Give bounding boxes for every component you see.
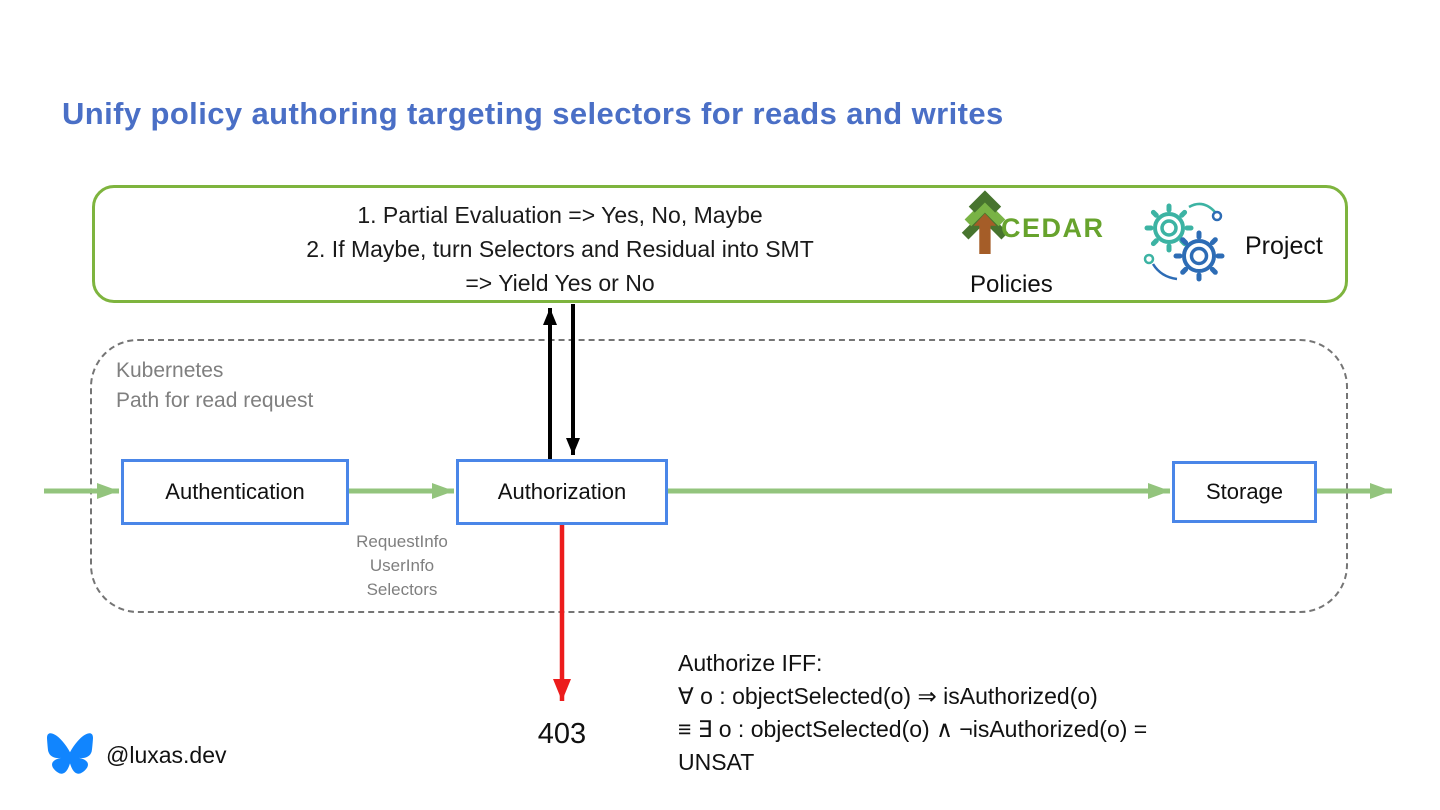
- deny-status-code: 403: [537, 718, 587, 750]
- cluster-label-line-2: Path for read request: [116, 389, 314, 412]
- authorization-box: Authorization: [456, 459, 668, 525]
- cedar-logo-icon: [961, 190, 1009, 255]
- policies-label: Policies: [970, 271, 1053, 298]
- kubernetes-cluster-box: [90, 339, 1348, 613]
- page-title: Unify policy authoring targeting selecto…: [62, 96, 1004, 131]
- request-label-requestinfo: RequestInfo: [356, 532, 448, 551]
- cedar-wordmark: CEDAR: [1001, 213, 1105, 243]
- storage-box: Storage: [1172, 461, 1317, 523]
- bluesky-butterfly-icon: [47, 733, 93, 774]
- cluster-label-line-1: Kubernetes: [116, 359, 224, 382]
- authentication-box: Authentication: [121, 459, 349, 525]
- smt-line-3: => Yield Yes or No: [465, 270, 655, 296]
- request-info-labels: RequestInfo UserInfo Selectors: [317, 530, 487, 602]
- project-label: Project: [1245, 232, 1323, 260]
- smt-line-1: 1. Partial Evaluation => Yes, No, Maybe: [357, 202, 763, 228]
- authorization-label: Authorization: [497, 479, 627, 504]
- formula-line-1: Authorize IFF:: [678, 650, 823, 676]
- gears-icon: [1143, 202, 1225, 282]
- smt-line-2: 2. If Maybe, turn Selectors and Residual…: [306, 236, 814, 262]
- formula-line-2: ∀ o : objectSelected(o) ⇒ isAuthorized(o…: [678, 683, 1098, 709]
- authorize-formula: Authorize IFF: ∀ o : objectSelected(o) ⇒…: [678, 647, 1328, 779]
- request-label-selectors: Selectors: [366, 580, 438, 599]
- formula-line-3: ≡ ∃ o : objectSelected(o) ∧ ¬isAuthorize…: [678, 716, 1148, 742]
- storage-label: Storage: [1205, 479, 1284, 504]
- kubernetes-cluster-label: Kubernetes Path for read request: [116, 356, 313, 416]
- smt-evaluation-box: [92, 185, 1348, 303]
- footer-handle: @luxas.dev: [106, 742, 227, 768]
- request-label-userinfo: UserInfo: [369, 556, 435, 575]
- formula-line-4: UNSAT: [678, 749, 755, 775]
- authentication-label: Authentication: [165, 479, 305, 504]
- smt-evaluation-text: 1. Partial Evaluation => Yes, No, Maybe …: [140, 198, 980, 300]
